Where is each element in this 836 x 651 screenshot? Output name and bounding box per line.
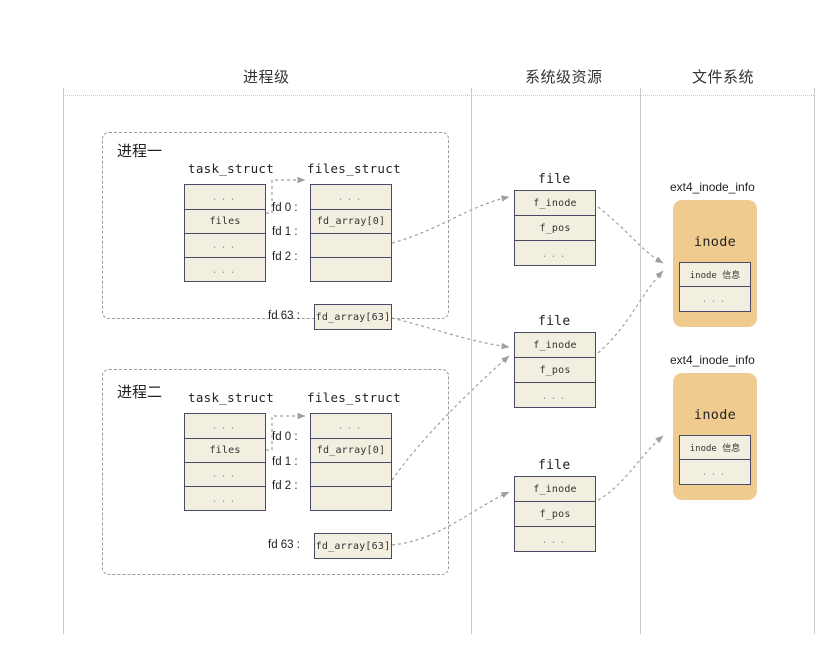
p2-fd-row-0: fd_array[0] — [311, 439, 391, 463]
lane-title-file-system: 文件系统 — [692, 69, 755, 86]
file-2-title: file — [538, 314, 571, 329]
file-2-row-dots: ... — [541, 390, 569, 402]
p2-task-row-files: files — [185, 439, 265, 463]
inode-1-inner: inode 信息 ... — [679, 262, 751, 312]
p1-fd-row-1 — [311, 234, 391, 258]
p2-fd-label-1: fd 1 : — [272, 456, 298, 468]
p1-task-struct-title: task_struct — [188, 161, 275, 176]
link-file3-to-inode2 — [597, 435, 664, 501]
file-2-row-f-pos: f_pos — [515, 358, 595, 383]
lane-title-process-level: 进程级 — [243, 69, 290, 86]
file-2: f_inode f_pos ... — [514, 332, 596, 408]
file-2-row-f-inode: f_inode — [515, 333, 595, 358]
process-two-container — [102, 369, 449, 575]
p2-task-row-2: ... — [185, 463, 265, 487]
file-3-row-f-inode: f_inode — [515, 477, 595, 502]
inode-1-card: inode inode 信息 ... — [673, 200, 757, 327]
lane-title-system-resource: 系统级资源 — [525, 69, 603, 86]
p2-fd-label-2: fd 2 : — [272, 480, 298, 492]
link-file2-to-inode1 — [597, 270, 664, 354]
file-3-title: file — [538, 458, 571, 473]
p2-fd-array-63: fd_array[63] — [314, 533, 392, 559]
p1-fd-label-1: fd 1 : — [272, 226, 298, 238]
file-3: f_inode f_pos ... — [514, 476, 596, 552]
p1-task-row-files: files — [185, 210, 265, 234]
inode-2-row-info: inode 信息 — [680, 436, 750, 460]
p2-fd-row-dots: ... — [311, 414, 391, 439]
lane-top-dotted-rule — [63, 95, 814, 96]
file-1-row-f-pos: f_pos — [515, 216, 595, 241]
inode-1-card-title: ext4_inode_info — [670, 180, 755, 194]
p1-files-struct: ... fd_array[0] — [310, 184, 392, 282]
p2-task-row-3: ... — [211, 494, 239, 505]
p2-task-struct: ... files ... ... — [184, 413, 266, 511]
process-one-label: 进程一 — [117, 143, 163, 160]
p1-fd-row-0: fd_array[0] — [311, 210, 391, 234]
lane-divider-1 — [471, 88, 472, 634]
p1-task-row-2: ... — [185, 234, 265, 258]
p1-task-row-0: ... — [185, 185, 265, 210]
p2-fd-array-63-label: fd_array[63] — [315, 540, 391, 552]
lane-divider-2 — [640, 88, 641, 634]
p1-fd-row-dots: ... — [311, 185, 391, 210]
p1-files-struct-title: files_struct — [307, 161, 401, 176]
inode-2-card-title: ext4_inode_info — [670, 353, 755, 367]
process-one-container — [102, 132, 449, 319]
file-1: f_inode f_pos ... — [514, 190, 596, 266]
link-file1-to-inode1 — [597, 206, 664, 264]
inode-2-row-dots: ... — [701, 466, 729, 478]
p1-fd-row-2 — [311, 258, 391, 283]
p2-task-struct-title: task_struct — [188, 390, 275, 405]
file-1-title: file — [538, 172, 571, 187]
p1-task-struct: ... files ... ... — [184, 184, 266, 282]
file-3-row-dots: ... — [541, 534, 569, 546]
file-1-row-f-inode: f_inode — [515, 191, 595, 216]
inode-2-label: inode — [693, 407, 737, 423]
p1-fd-label-63: fd 63 : — [268, 310, 300, 322]
p2-fd-row-1 — [311, 463, 391, 487]
p1-fd-label-2: fd 2 : — [272, 251, 298, 263]
process-two-label: 进程二 — [117, 384, 163, 401]
file-1-row-dots: ... — [541, 248, 569, 260]
p1-fd-array-63-label: fd_array[63] — [315, 311, 391, 323]
inode-1-row-info: inode 信息 — [680, 263, 750, 287]
p2-fd-row-2 — [311, 487, 391, 512]
p1-fd-array-63: fd_array[63] — [314, 304, 392, 330]
p2-fd-label-0: fd 0 : — [272, 431, 298, 443]
file-3-row-f-pos: f_pos — [515, 502, 595, 527]
lane-divider-left — [63, 88, 64, 634]
p1-fd-label-0: fd 0 : — [272, 202, 298, 214]
p2-files-struct-title: files_struct — [307, 390, 401, 405]
inode-1-label: inode — [693, 234, 737, 250]
link-p1-fd63-to-file2 — [391, 317, 510, 350]
p2-files-struct: ... fd_array[0] — [310, 413, 392, 511]
inode-2-inner: inode 信息 ... — [679, 435, 751, 485]
inode-1-row-dots: ... — [701, 293, 729, 305]
p1-task-row-3: ... — [211, 265, 239, 276]
p2-task-row-0: ... — [185, 414, 265, 439]
p2-fd-label-63: fd 63 : — [268, 539, 300, 551]
lane-divider-right — [814, 88, 815, 634]
inode-2-card: inode inode 信息 ... — [673, 373, 757, 500]
